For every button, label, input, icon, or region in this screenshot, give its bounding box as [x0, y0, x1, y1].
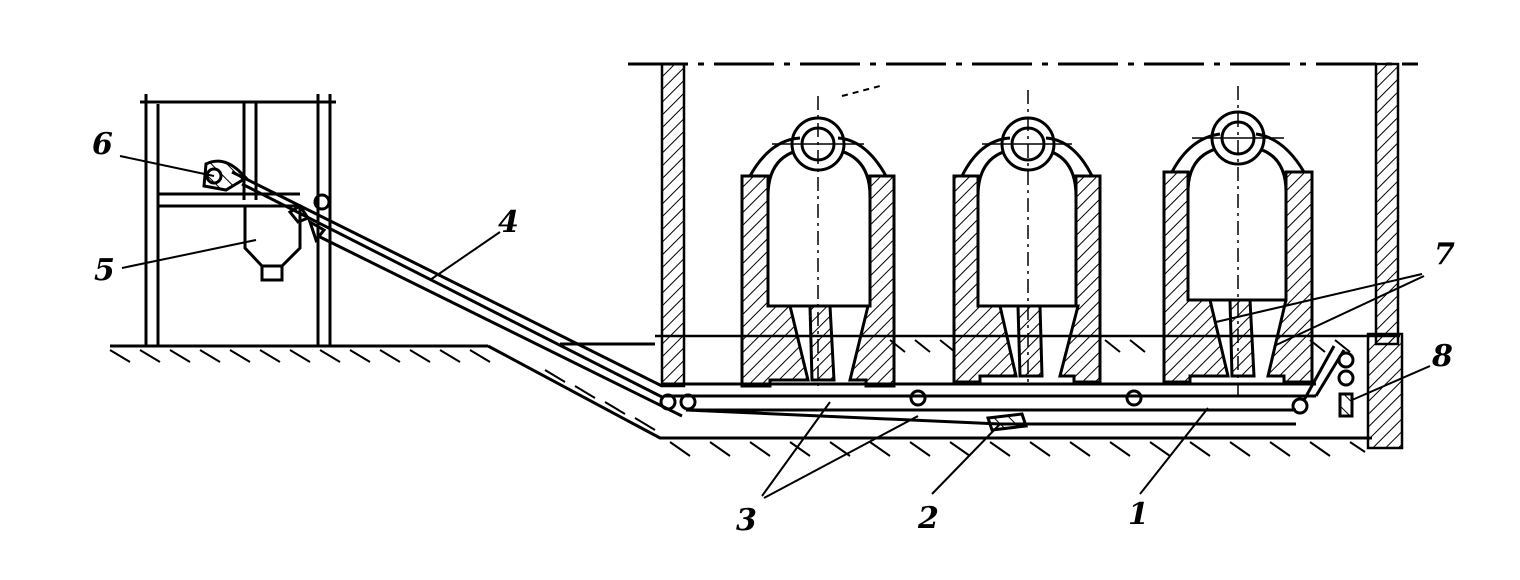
inclined-conveyor	[231, 170, 683, 418]
label-7: 7	[1434, 237, 1455, 272]
label-2: 2	[918, 501, 939, 536]
furnace-3	[1162, 86, 1314, 400]
label-6: 6	[92, 127, 113, 162]
building	[628, 62, 1418, 450]
label-1: 1	[1128, 497, 1149, 532]
label-4: 4	[498, 205, 519, 240]
leader-lines	[119, 85, 1431, 499]
hopper	[243, 206, 302, 282]
furnace-2	[952, 90, 1102, 384]
label-5: 5	[94, 253, 115, 288]
label-8: 8	[1432, 339, 1453, 374]
furnace-1	[740, 96, 896, 388]
label-3: 3	[736, 503, 757, 538]
feeder	[202, 159, 249, 192]
